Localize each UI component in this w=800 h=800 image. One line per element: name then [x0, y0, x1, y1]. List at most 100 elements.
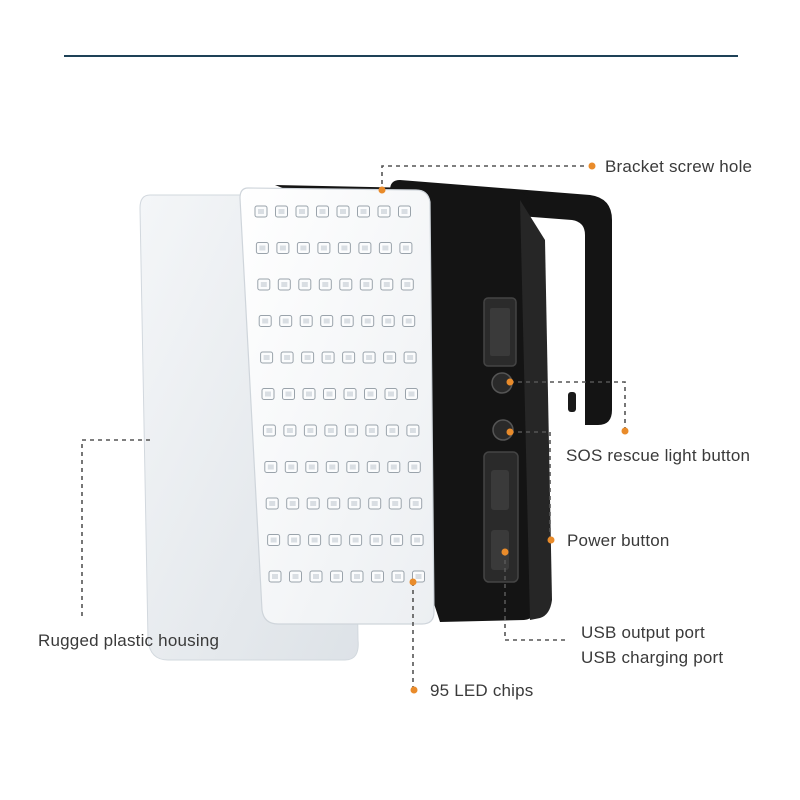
led-chip-core: [260, 282, 267, 287]
led-chip-core: [303, 318, 310, 324]
led-chip-core: [279, 245, 286, 251]
led-chip-core: [352, 537, 359, 543]
led-chip-core: [284, 355, 291, 360]
led-chip-core: [347, 391, 353, 397]
led-chip-core: [366, 355, 373, 360]
led-chip-core: [292, 574, 299, 579]
top-divider: [64, 55, 738, 57]
led-chip-core: [392, 501, 399, 506]
led-chip-core: [267, 464, 274, 470]
label-rugged-housing: Rugged plastic housing: [38, 631, 220, 650]
led-chip-core: [364, 318, 371, 324]
led-chip-core: [304, 355, 311, 360]
led-chip-core: [288, 464, 295, 470]
led-chip-core: [262, 318, 269, 324]
led-chip-core: [285, 391, 292, 397]
led-chip-core: [278, 209, 285, 214]
led-chip-core: [320, 245, 327, 251]
led-chip-core: [325, 355, 332, 360]
led-chip-core: [300, 245, 307, 251]
led-chip-core: [374, 574, 381, 579]
led-chip-core: [368, 428, 375, 433]
led-chip-core: [402, 245, 409, 251]
led-chip-core: [326, 391, 333, 397]
led-chip-core: [322, 282, 329, 287]
led-chip-core: [263, 355, 270, 360]
led-chip-core: [363, 282, 370, 287]
led-chip-core: [383, 282, 390, 287]
led-chip-core: [286, 428, 293, 433]
led-chip-grid: [254, 205, 425, 583]
led-chip-core: [307, 428, 314, 433]
led-chip-core: [373, 537, 380, 543]
led-chip-core: [340, 209, 346, 214]
led-panel-image: [239, 187, 435, 625]
led-chip-core: [342, 282, 349, 287]
led-chip-core: [281, 282, 288, 287]
led-chip-core: [301, 282, 308, 287]
led-chip-core: [333, 574, 340, 579]
led-chip-core: [348, 428, 355, 433]
led-chip-core: [401, 209, 408, 214]
led-chip-core: [361, 245, 368, 251]
led-chip-core: [414, 537, 421, 543]
led-chip-core: [354, 574, 360, 579]
led-chip-core: [395, 574, 401, 579]
led-chip-core: [360, 209, 367, 214]
led-chip-core: [327, 428, 334, 433]
led-chip-core: [404, 282, 411, 287]
led-chip-core: [310, 501, 317, 506]
label-sos-button: SOS rescue light button: [566, 446, 751, 465]
label-usb-charging: USB charging port: [581, 648, 724, 667]
led-chip-core: [393, 537, 400, 543]
led-chip-core: [330, 501, 337, 506]
label-power-button: Power button: [567, 531, 670, 550]
led-chip-core: [411, 464, 418, 470]
led-chip-core: [313, 574, 319, 579]
led-chip-core: [367, 391, 374, 397]
led-chip-core: [308, 464, 315, 470]
led-chip-core: [319, 209, 326, 214]
led-chip-core: [412, 501, 419, 506]
led-chip-core: [332, 537, 339, 543]
led-chip-core: [371, 501, 378, 506]
led-chip-core: [345, 355, 352, 360]
label-usb-output: USB output port: [581, 623, 705, 642]
led-chip-core: [351, 501, 358, 506]
led-chip-core: [386, 355, 393, 360]
label-led-chips: 95 LED chips: [430, 681, 534, 700]
led-chip-core: [405, 318, 412, 324]
led-chip-core: [341, 245, 348, 251]
led-chip-core: [299, 209, 305, 214]
led-chip-core: [415, 574, 422, 579]
led-chip-core: [382, 245, 389, 251]
led-chip-core: [282, 318, 289, 324]
led-chip-core: [269, 501, 276, 506]
led-chip-core: [266, 428, 273, 433]
led-chip-core: [388, 391, 394, 397]
led-chip-core: [381, 209, 387, 214]
led-chip-core: [389, 428, 396, 433]
label-bracket-screw-hole: Bracket screw hole: [605, 157, 753, 176]
led-chip-core: [390, 464, 397, 470]
led-chip-core: [329, 464, 336, 470]
led-chip-core: [370, 464, 377, 470]
led-chip-core: [265, 391, 271, 397]
led-chip-core: [272, 574, 278, 579]
led-chip-core: [349, 464, 356, 470]
led-chip-core: [311, 537, 318, 543]
led-chip-core: [289, 501, 296, 506]
led-chip-core: [270, 537, 277, 543]
led-chip-core: [259, 245, 266, 251]
led-chip-core: [385, 318, 392, 324]
led-chip-core: [408, 391, 415, 397]
led-chip-core: [258, 209, 264, 214]
led-chip-core: [344, 318, 351, 324]
led-chip-core: [291, 537, 298, 543]
led-chip-core: [323, 318, 330, 324]
led-chip-core: [407, 355, 414, 360]
led-chip-core: [409, 428, 416, 433]
